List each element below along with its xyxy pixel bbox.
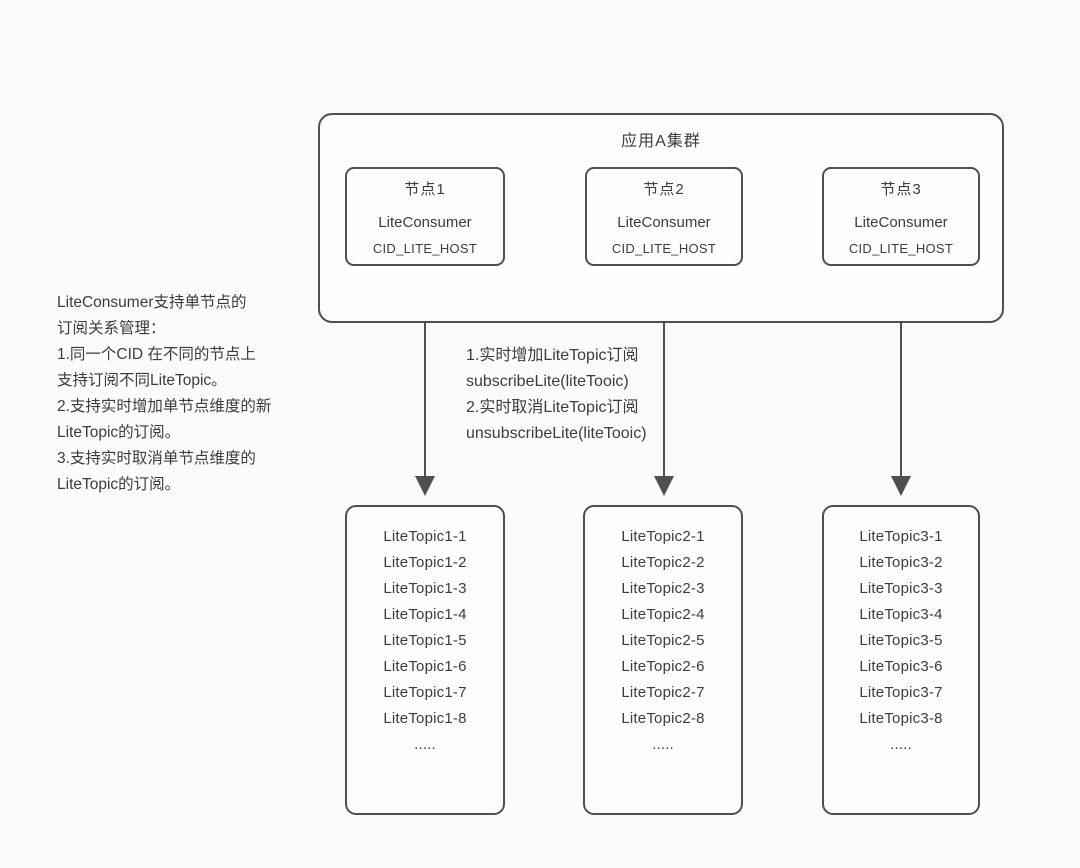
topic-item: LiteTopic2-2 [621, 554, 705, 571]
topic-box-2: LiteTopic2-1 LiteTopic2-2 LiteTopic2-3 L… [583, 505, 743, 815]
left-note-line: 3.支持实时取消单节点维度的 [57, 450, 256, 467]
topic-item: LiteTopic3-6 [859, 658, 943, 675]
topic-item: LiteTopic3-7 [859, 684, 943, 701]
node-box-1: 节点1 LiteConsumer CID_LITE_HOST [345, 167, 505, 266]
topic-item: LiteTopic1-7 [383, 684, 467, 701]
topic-item: LiteTopic2-8 [621, 710, 705, 727]
left-note-line: 支持订阅不同LiteTopic。 [57, 372, 227, 389]
topic-item: LiteTopic3-8 [859, 710, 943, 727]
arrow-note-line: 1.实时增加LiteTopic订阅 [466, 347, 639, 364]
arrow-note-line: subscribeLite(liteTooic) [466, 373, 629, 390]
topic-item: LiteTopic2-5 [621, 632, 705, 649]
left-note: LiteConsumer支持单节点的 订阅关系管理： 1.同一个CID 在不同的… [57, 290, 337, 498]
topic-ellipsis: ..... [652, 736, 674, 753]
node-2-cid-label: CID_LITE_HOST [611, 241, 717, 256]
left-note-line: 1.同一个CID 在不同的节点上 [57, 346, 256, 363]
topic-item: LiteTopic2-4 [621, 606, 705, 623]
topic-ellipsis: ..... [890, 736, 912, 753]
topic-item: LiteTopic2-3 [621, 580, 705, 597]
node-3-cid-label: CID_LITE_HOST [848, 241, 954, 256]
topic-item: LiteTopic1-8 [383, 710, 467, 727]
topic-box-1: LiteTopic1-1 LiteTopic1-2 LiteTopic1-3 L… [345, 505, 505, 815]
topic-item: LiteTopic1-5 [383, 632, 467, 649]
cluster-title: 应用A集群 [621, 133, 701, 150]
left-note-line: LiteConsumer支持单节点的 [57, 294, 247, 311]
topic-item: LiteTopic3-2 [859, 554, 943, 571]
topic-item: LiteTopic1-4 [383, 606, 467, 623]
arrow-note-line: unsubscribeLite(liteTooic) [466, 425, 647, 442]
node-1-consumer-label: LiteConsumer [378, 214, 472, 231]
left-note-line: 2.支持实时增加单节点维度的新 [57, 398, 272, 415]
node-box-2: 节点2 LiteConsumer CID_LITE_HOST [585, 167, 743, 266]
topic-item: LiteTopic2-1 [621, 528, 705, 545]
node-box-3: 节点3 LiteConsumer CID_LITE_HOST [822, 167, 980, 266]
left-note-line: 订阅关系管理： [57, 320, 166, 337]
topic-item: LiteTopic2-7 [621, 684, 705, 701]
topic-item: LiteTopic3-3 [859, 580, 943, 597]
node-3-consumer-label: LiteConsumer [854, 214, 948, 231]
topic-item: LiteTopic1-6 [383, 658, 467, 675]
arrow-note-line: 2.实时取消LiteTopic订阅 [466, 399, 639, 416]
topic-item: LiteTopic2-6 [621, 658, 705, 675]
topic-item: LiteTopic1-1 [383, 528, 467, 545]
topic-item: LiteTopic3-5 [859, 632, 943, 649]
topic-item: LiteTopic1-2 [383, 554, 467, 571]
node-1-cid-label: CID_LITE_HOST [372, 241, 478, 256]
topic-item: LiteTopic3-1 [859, 528, 943, 545]
arrow-note: 1.实时增加LiteTopic订阅 subscribeLite(liteTooi… [466, 343, 746, 447]
node-2-title: 节点2 [643, 181, 685, 198]
left-note-line: LiteTopic的订阅。 [57, 476, 181, 493]
left-note-line: LiteTopic的订阅。 [57, 424, 181, 441]
topic-item: LiteTopic1-3 [383, 580, 467, 597]
node-3-title: 节点3 [880, 181, 922, 198]
node-2-consumer-label: LiteConsumer [617, 214, 711, 231]
topic-box-3: LiteTopic3-1 LiteTopic3-2 LiteTopic3-3 L… [822, 505, 980, 815]
topic-item: LiteTopic3-4 [859, 606, 943, 623]
topic-ellipsis: ..... [414, 736, 436, 753]
node-1-title: 节点1 [404, 181, 446, 198]
